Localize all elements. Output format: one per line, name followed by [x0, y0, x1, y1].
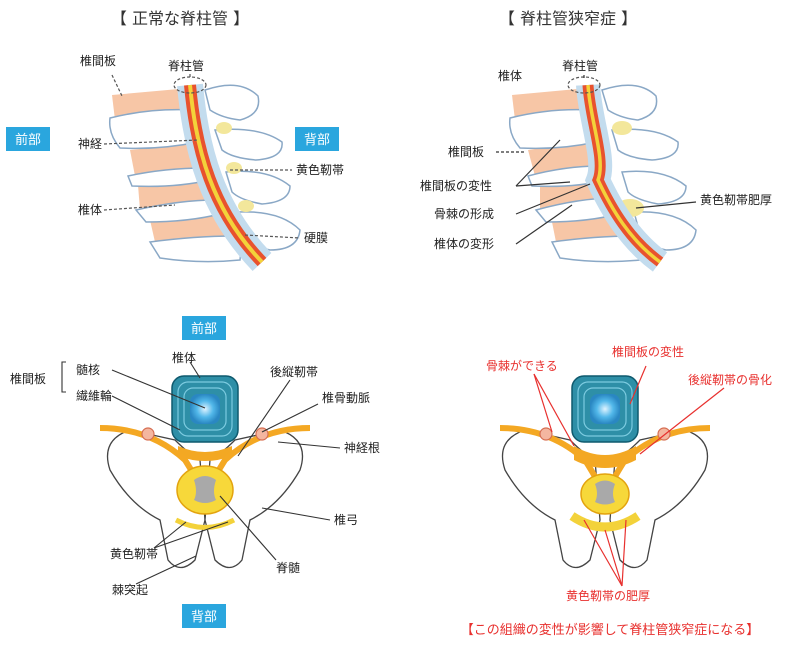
- label-dura-normal: 硬膜: [304, 231, 328, 245]
- label-lamina: 椎弓: [334, 512, 358, 527]
- label-disc-degen-stenosis: 椎間板の変性: [420, 178, 492, 193]
- badge-front-left: 前部: [6, 127, 50, 151]
- label-disc-stenosis: 椎間板: [448, 144, 484, 159]
- caption: 【この組織の変性が影響して脊柱管狭窄症になる】: [461, 622, 760, 638]
- label-canal-stenosis: 脊柱管: [562, 58, 598, 73]
- svg-text:前部: 前部: [191, 321, 217, 337]
- svg-text:背部: 背部: [304, 133, 330, 148]
- label-cord: 脊髄: [276, 560, 300, 575]
- label-disc-normal: 椎間板: [80, 53, 116, 68]
- label-body-cross: 椎体: [172, 350, 196, 365]
- svg-text:背部: 背部: [191, 610, 217, 625]
- label-disc-degen-cross: 椎間板の変性: [612, 344, 684, 359]
- label-nucleus: 髄核: [76, 362, 100, 377]
- label-lig-thick-cross: 黄色靭帯の肥厚: [566, 589, 650, 603]
- label-body-normal: 椎体: [78, 202, 102, 217]
- label-root: 神経根: [344, 441, 380, 455]
- label-plig: 後縦靭帯: [270, 365, 318, 379]
- label-ligament-normal: 黄色靭帯: [296, 163, 344, 177]
- title-normal: 【 正常な脊柱管 】: [111, 9, 249, 28]
- label-spinous: 棘突起: [112, 582, 148, 597]
- label-spur-cross: 骨棘ができる: [486, 358, 558, 373]
- spine-side-view-stenosis: [510, 77, 696, 262]
- label-body-stenosis: 椎体: [498, 68, 522, 83]
- badge-back-bottom: 背部: [182, 604, 226, 628]
- cross-section-normal: [100, 376, 310, 568]
- label-ligament-cross: 黄色靭帯: [110, 547, 158, 561]
- label-lig-thick-stenosis: 黄色靭帯肥厚: [700, 193, 772, 207]
- label-plig-ossify: 後縦靭帯の骨化: [688, 373, 772, 387]
- label-canal-normal: 脊柱管: [168, 58, 204, 73]
- cross-section-stenosis: [500, 376, 710, 568]
- label-artery: 椎骨動脈: [322, 390, 370, 405]
- badge-front-center: 前部: [182, 316, 226, 340]
- label-disc-group: 椎間板: [10, 371, 46, 386]
- label-body-deform-stenosis: 椎体の変形: [434, 236, 494, 251]
- label-spur-stenosis: 骨棘の形成: [434, 207, 494, 221]
- badge-back-left: 背部: [295, 127, 339, 151]
- label-nerve-normal: 神経: [78, 137, 102, 151]
- title-stenosis: 【 脊柱管狭窄症 】: [499, 9, 637, 28]
- svg-text:前部: 前部: [15, 132, 41, 148]
- label-annulus: 繊維輪: [76, 388, 112, 403]
